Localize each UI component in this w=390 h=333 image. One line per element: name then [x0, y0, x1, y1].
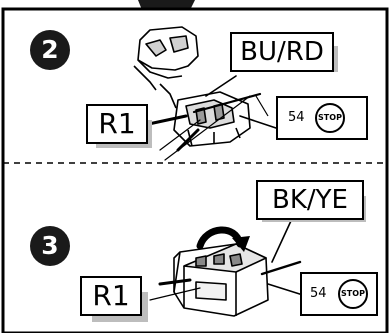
conductor-label-bu-rd: BU/RD: [230, 32, 334, 72]
step2-wires: [142, 75, 277, 161]
wire-label-r1: R1: [80, 276, 142, 316]
step2-connector-open: [133, 26, 251, 147]
step2-wire-cross: [176, 128, 200, 152]
step3-pointer-stop: [267, 283, 307, 297]
step-number-3: 3: [30, 226, 70, 266]
stop-icon: STOP: [315, 103, 345, 133]
strip-length-box: 54 STOP: [300, 272, 378, 316]
wire-label-r1: R1: [86, 104, 148, 144]
step3-wire-left: [158, 278, 192, 286]
step3-wire-right: [260, 260, 302, 276]
outer-frame: [1, 7, 389, 333]
strip-length-value: 54: [288, 110, 305, 125]
rotate-arrow-head: [232, 236, 250, 252]
step2-pointer-stop: [239, 115, 277, 129]
step-number-2: 2: [30, 30, 70, 70]
step2-strip-marker: [255, 95, 269, 117]
strip-length-value: 54: [310, 286, 327, 301]
stop-icon: STOP: [338, 279, 368, 309]
strip-length-box: 54 STOP: [276, 96, 368, 140]
conductor-label-bk-ye: BK/YE: [256, 180, 364, 220]
step3-connector-closed: [173, 243, 269, 317]
step2-pointer-buru: [205, 75, 237, 97]
